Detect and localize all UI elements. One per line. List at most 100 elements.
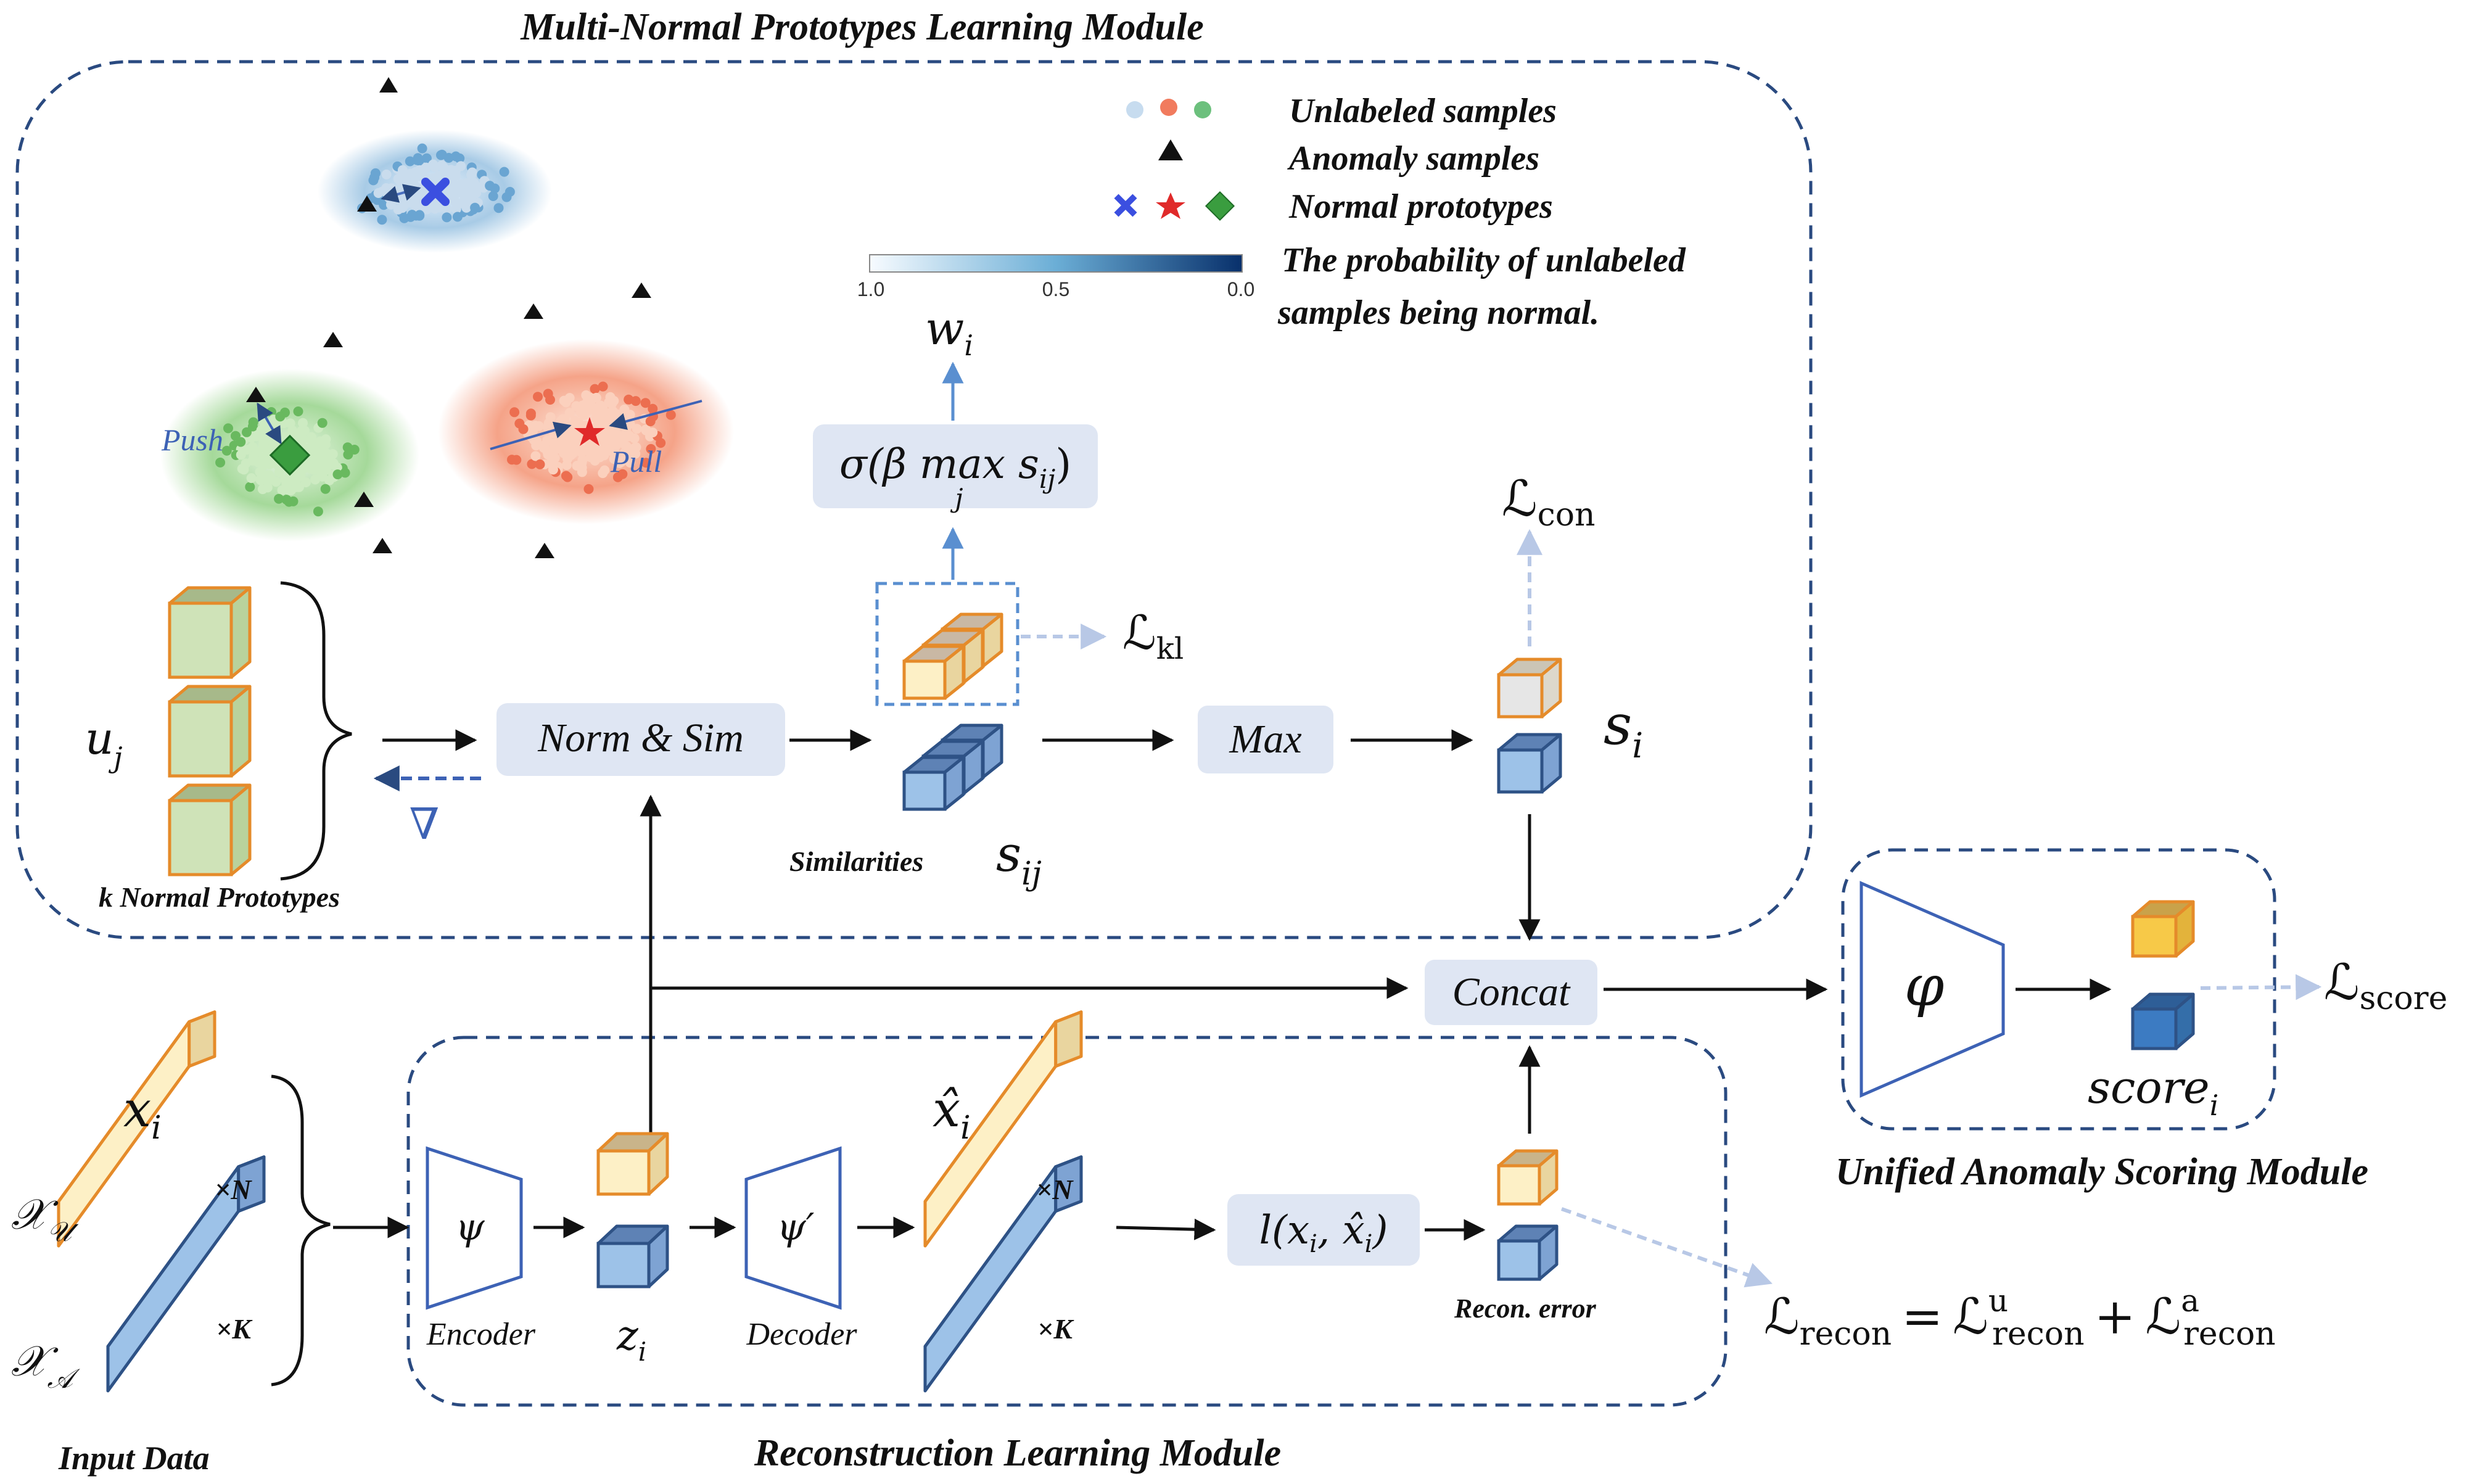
encoder-trapezoid: [426, 1146, 523, 1310]
red-cluster-dot: [585, 399, 596, 410]
green-cluster-dot: [262, 482, 273, 493]
green-cluster-dot: [246, 473, 257, 484]
blue-cluster-dot: [430, 204, 440, 214]
legend-prob-line1: The probability of unlabeled: [1282, 241, 1686, 279]
green-push-arrow: [257, 402, 282, 445]
green-cluster-dot: [310, 474, 321, 485]
green-cluster-dot: [237, 464, 247, 474]
legend-prototypes: Normal prototypes: [1288, 188, 1553, 226]
green-cluster-dot: [245, 482, 255, 492]
red-cluster-dot: [630, 396, 641, 406]
blue-cluster-dot: [443, 152, 454, 163]
score-yellow-cube: [2131, 900, 2195, 958]
times-k-label: ×K: [216, 1313, 253, 1345]
red-cluster-dot: [570, 445, 581, 456]
green-cluster-dot: [281, 479, 292, 489]
green-cluster-dot: [320, 439, 331, 450]
blue-cluster-dot: [381, 169, 392, 179]
green-cluster-dot: [291, 482, 302, 492]
blue-cluster-dot: [403, 178, 414, 188]
legend-x-marker: [1114, 194, 1137, 217]
red-cluster-dot: [585, 447, 595, 458]
red-pull-arrow-left: [490, 421, 572, 450]
prototype-cube-0: [168, 586, 252, 679]
decoder-trapezoid: [744, 1146, 842, 1310]
push-label: Push: [161, 423, 223, 457]
blue-cluster-dot: [417, 143, 427, 154]
red-cluster-dot: [656, 438, 666, 448]
green-cluster-dot: [328, 458, 339, 469]
cluster-anomalies: [246, 77, 651, 558]
u-j-label: uj: [85, 712, 123, 774]
blue-cluster-dot: [469, 178, 479, 188]
z-i-label: zi: [616, 1312, 646, 1367]
score-to-loss-arrow: [2200, 974, 2322, 1000]
concat-label: Concat: [1452, 970, 1571, 1015]
red-cluster-dot: [511, 455, 522, 465]
sigma-label: σ(β max sij): [839, 440, 1071, 494]
green-cluster-dot: [343, 450, 353, 460]
legend-colorbar: [869, 254, 1243, 273]
legend-unlabeled: Unlabeled samples: [1289, 92, 1557, 130]
error-to-recon-loss-arrow: [1560, 1207, 1773, 1288]
red-cluster-dot: [533, 421, 544, 431]
varphi-trapezoid: [1860, 881, 2005, 1098]
blue-cluster-dot: [399, 213, 410, 223]
colorbar-tick-low: 0.0: [1227, 278, 1254, 300]
input-cubes: [57, 1010, 266, 1393]
red-cluster-dot: [646, 443, 656, 454]
sigma-node: [813, 424, 1098, 508]
red-cluster-dot: [548, 464, 558, 475]
s-ij-label: sij: [996, 825, 1042, 892]
blue-cluster-dot: [377, 215, 387, 225]
green-cluster-dot: [300, 477, 311, 487]
times-n-label: ×N: [215, 1174, 252, 1205]
green-cluster-dot: [320, 484, 331, 494]
red-cluster-dot: [648, 427, 658, 438]
blue-cluster-dot: [434, 171, 444, 181]
red-cluster-dot: [535, 459, 545, 469]
red-cluster-dot: [617, 434, 628, 445]
loss-score: ℒscore: [2324, 954, 2447, 1017]
red-cluster-dot: [590, 384, 600, 394]
varphi-label: φ: [1905, 953, 1945, 1019]
legend-diamond-marker: [1205, 191, 1235, 221]
red-cluster-dot: [514, 418, 525, 429]
legend-dot-blue: [1126, 101, 1143, 118]
red-cluster-dot: [612, 409, 622, 419]
red-cluster-dot: [592, 410, 603, 421]
red-cluster-dot: [546, 456, 557, 467]
blue-cluster-dot: [414, 210, 425, 220]
red-cluster-dot: [598, 381, 608, 392]
green-cluster-dot: [342, 442, 353, 453]
similarities-label: Similarities: [789, 846, 923, 877]
similarity-kl-box: [875, 582, 1019, 706]
blue-cluster-dot: [456, 161, 466, 171]
encoder-psi: ψ: [455, 1206, 485, 1249]
si-blue-cube: [1497, 733, 1562, 794]
prototypes-module-frame: [15, 60, 1813, 939]
s-i-label: si: [1604, 693, 1643, 766]
blue-cluster-dot: [488, 191, 498, 201]
red-pull-arrow-right: [609, 400, 702, 430]
red-cluster-dot: [577, 406, 588, 417]
xhat-unlabeled-bar: [923, 1010, 1083, 1248]
blue-cluster-dot: [397, 203, 408, 213]
blue-cluster-dot: [442, 212, 452, 223]
red-cluster-dot: [556, 434, 566, 444]
blue-cluster-dot: [421, 153, 432, 163]
blue-cluster-dot: [405, 168, 416, 179]
times-n2-label: ×N: [1036, 1174, 1074, 1205]
blue-cluster-dot: [466, 170, 477, 180]
blue-cluster-dot: [428, 159, 439, 170]
red-cluster-dot: [606, 446, 616, 456]
red-cluster-dot: [559, 395, 569, 406]
recon-fn-node: [1227, 1194, 1420, 1266]
si-gray-cube: [1497, 657, 1562, 719]
green-cluster-dot: [247, 455, 258, 466]
input-unlabeled-bar: [57, 1010, 216, 1248]
green-cluster-dot: [242, 427, 252, 437]
red-cluster-dot: [509, 407, 520, 418]
